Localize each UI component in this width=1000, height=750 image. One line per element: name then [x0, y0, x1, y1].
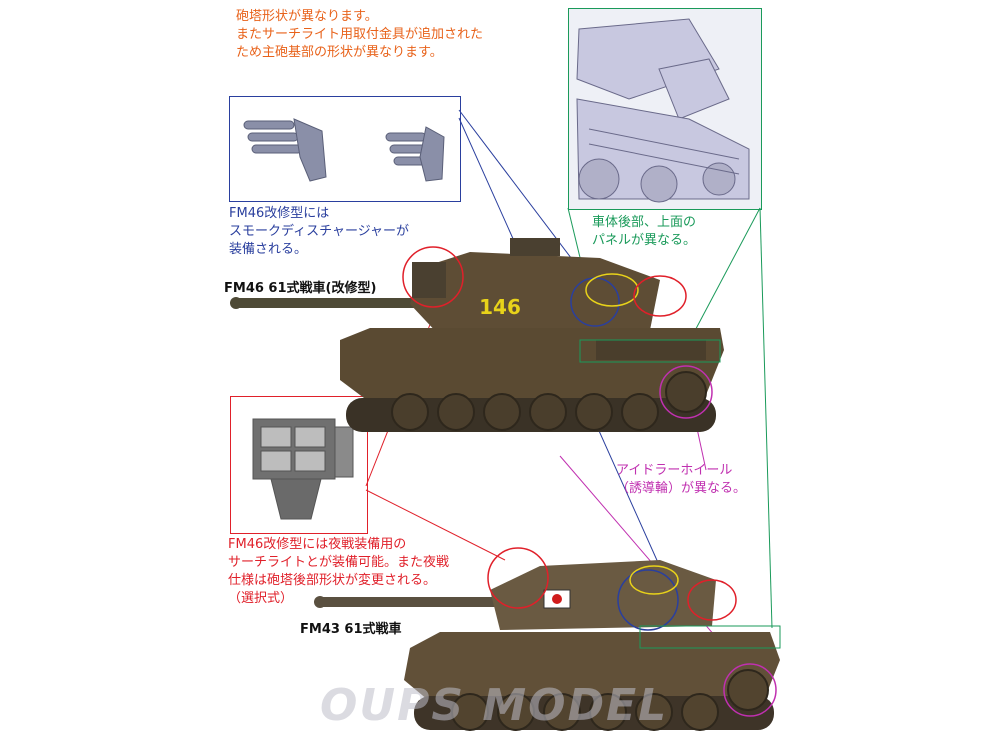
searchlight-illustration	[252, 418, 354, 520]
idler-wheel-note: アイドラーホイール （誘導輪）が異なる。	[616, 463, 747, 496]
smoke-discharger-note: FM46改修型には スモークディスチャージャーが 装備される。	[229, 206, 410, 257]
smoke-discharger-illustration	[243, 118, 445, 182]
fm43-flag-circle	[552, 594, 562, 604]
fm43-hull	[404, 632, 780, 710]
rear-hull-callout-line	[689, 207, 761, 341]
fm43-gun-barrel	[316, 597, 506, 607]
fm46-turret-rear-highlight	[633, 275, 687, 317]
fm43-idler-highlight	[723, 663, 777, 717]
fm43-turret-rear-highlight	[687, 579, 737, 621]
rear-hull-detail-box	[568, 8, 762, 210]
fm46-searchlight-highlight	[402, 246, 464, 308]
fm43-searchlight-highlight	[487, 547, 549, 609]
fm46-rear-hull-highlight	[579, 339, 721, 363]
fm46-turret	[410, 252, 660, 336]
smoke-discharger-detail-box	[229, 96, 461, 202]
rear-hull-callout-line-2	[759, 207, 773, 629]
searchlight-note: FM46改修型には夜戦装備用の サーチライトとが装備可能。また夜戦 仕様は砲塔後…	[228, 537, 450, 606]
fm43-label: FM43 61式戦車	[300, 622, 402, 637]
fm43-turret	[490, 560, 716, 630]
fm46-turret-number: 146	[479, 295, 521, 319]
fm46-tank: 146	[230, 238, 724, 432]
fm46-searchlight	[412, 262, 446, 298]
fm43-rear-hull-highlight	[639, 625, 781, 649]
searchlight-detail-box	[230, 396, 368, 534]
rear-hull-illustration	[576, 18, 750, 203]
fm43-yellow-highlight	[629, 565, 679, 595]
fm46-yellow-highlight	[585, 273, 639, 307]
fm46-label: FM46 61式戦車(改修型)	[224, 281, 377, 296]
searchlight-callout-line-2	[365, 489, 506, 561]
fm43-smoke-highlight	[617, 569, 679, 631]
watermark: OUPS MODEL	[320, 680, 669, 731]
fm46-gun-barrel	[233, 298, 433, 308]
fm46-idler-highlight	[659, 365, 713, 419]
rear-hull-note: 車体後部、上面の パネルが異なる。	[592, 215, 697, 248]
turret-shape-note: 砲塔形状が異なります。 またサーチライト用取付金具が追加された ため主砲基部の形…	[236, 9, 484, 60]
fm43-tank	[314, 560, 780, 731]
